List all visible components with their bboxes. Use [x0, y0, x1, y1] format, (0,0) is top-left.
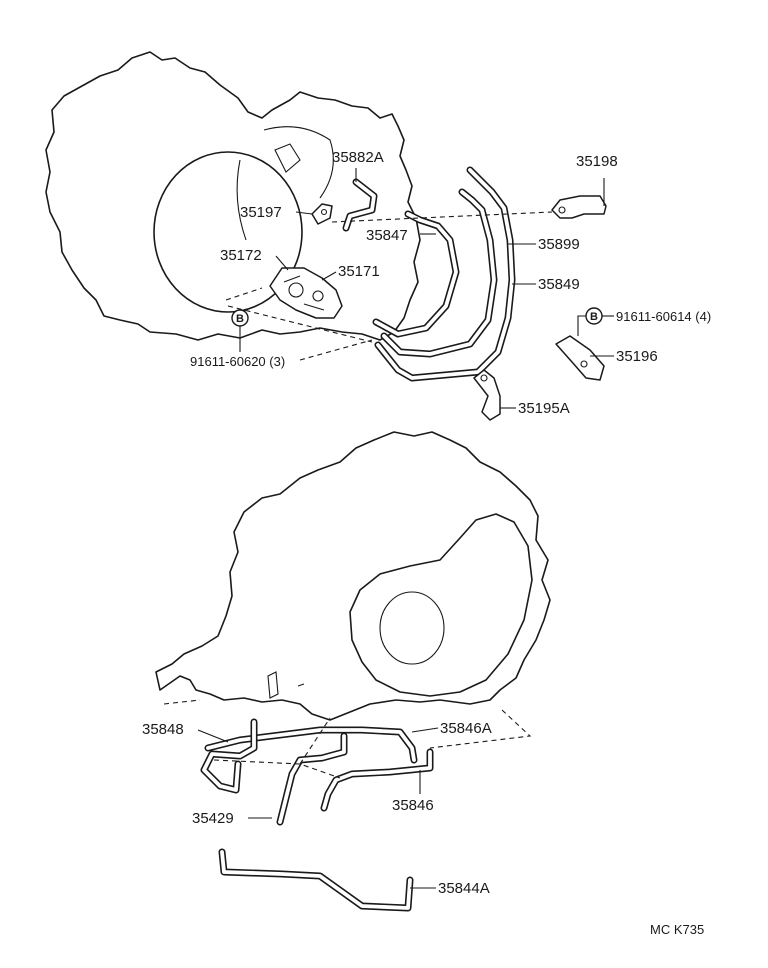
label-bolt-91611-60620: 91611-60620 (3) — [190, 354, 285, 369]
pipe-35844A — [218, 848, 414, 912]
label-35882A: 35882A — [332, 149, 384, 166]
pipe-35846 — [320, 748, 434, 812]
upper-transaxle-housing — [45, 51, 421, 341]
bracket-35198 — [551, 178, 607, 219]
clamp-35195A — [473, 369, 501, 421]
ref-line-upper-2 — [225, 287, 263, 301]
ref-line-lower-3 — [213, 759, 341, 779]
pipe-35429 — [276, 732, 348, 826]
ref-line-upper-1 — [331, 211, 553, 223]
clamp-35197 — [311, 203, 333, 225]
label-35846: 35846 — [392, 797, 434, 814]
diagram-code: MC K735 — [650, 922, 704, 937]
label-35846A: 35846A — [440, 720, 492, 737]
ref-line-lower-2 — [429, 709, 532, 749]
part-labels: 35882A 35198 35197 35847 35899 35172 351… — [142, 149, 711, 897]
label-35195A: 35195A — [518, 400, 570, 417]
label-35429: 35429 — [192, 810, 234, 827]
label-35171: 35171 — [338, 263, 380, 280]
bolt-badge-right: B — [585, 307, 603, 325]
label-35847: 35847 — [366, 227, 408, 244]
pipe-35847 — [372, 210, 460, 338]
badge-letter: B — [590, 311, 598, 323]
label-35198: 35198 — [576, 153, 618, 170]
label-35848: 35848 — [142, 721, 184, 738]
bracket-35196 — [555, 315, 605, 381]
pipe-35849 — [374, 166, 516, 382]
ref-line-lower-1 — [163, 699, 201, 705]
pipe-35882A — [342, 178, 378, 232]
label-bolt-91611-60614: 91611-60614 (4) — [616, 309, 711, 324]
ref-line-upper-4 — [299, 339, 373, 361]
ref-line-upper-3 — [227, 305, 373, 343]
badge-letter: B — [236, 313, 244, 325]
label-35197: 35197 — [240, 204, 282, 221]
label-35899: 35899 — [538, 236, 580, 253]
label-35849: 35849 — [538, 276, 580, 293]
union-35171 — [269, 267, 343, 319]
pipe-35899 — [380, 188, 498, 358]
label-35172: 35172 — [220, 247, 262, 264]
ref-line-lower-4 — [299, 717, 331, 765]
bolt-badge-left: B — [231, 309, 249, 327]
leader-lines — [197, 168, 614, 889]
pipe-35846A — [204, 726, 418, 764]
pipe-35848 — [200, 718, 258, 794]
label-35844A: 35844A — [438, 880, 490, 897]
label-35196: 35196 — [616, 348, 658, 365]
lower-transaxle-housing — [155, 431, 551, 721]
